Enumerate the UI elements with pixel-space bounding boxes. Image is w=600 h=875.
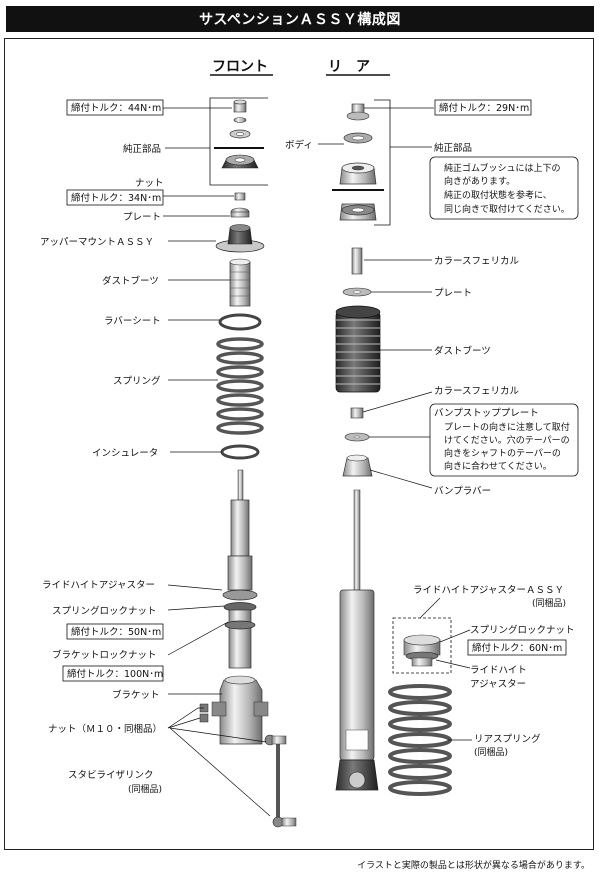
rear-torque-top: 締付トルク：29N･m [439, 102, 529, 114]
rear-bump-note-4: 向きに合わせてください。 [444, 460, 552, 472]
front-torque-bracket-lock: 締付トルク：100N･m [67, 668, 163, 680]
rear-ride-height-label-2: アジャスター [470, 679, 526, 690]
front-ride-height-label: ライドハイトアジャスター [42, 580, 155, 591]
rear-note-line-1: 純正ゴムブッシュには上下の [444, 162, 560, 174]
rear-dust-boots-shape [335, 305, 381, 393]
rear-spring-label: リアスプリング [474, 733, 541, 745]
rear-note-line-2: 向きがあります。 [444, 175, 515, 187]
rear-bump-note-2: けてください。穴のテーパーの [444, 434, 570, 446]
rear-collar-spherical-1: カラースフェリカル [434, 256, 520, 267]
rear-bump-rubber-label: バンプラバー [434, 486, 491, 497]
rear-body-label: ボディ [285, 139, 313, 151]
front-nut-label: ナット [135, 178, 164, 189]
rear-genuine-parts: 純正部品 [434, 142, 472, 154]
rear-ride-height-label-1: ライドハイト [470, 665, 527, 676]
front-stabilizer-link-label: スタビライザリンク [68, 770, 154, 781]
front-spring-label: スプリング [113, 375, 161, 387]
front-dust-boots-label: ダストブーツ [102, 275, 159, 287]
rear-spring-note: (同梱品) [474, 746, 508, 758]
rear-dust-boots-label: ダストブーツ [434, 345, 491, 357]
rear-spring-shape [388, 684, 452, 796]
front-spring-lock-nut-label: スプリングロックナット [52, 605, 157, 617]
rear-bump-note-3: 向きをシャフトのテーパーの [444, 447, 561, 459]
heading-rear: リ ア [328, 59, 370, 75]
rear-spring-lock-nut-label: スプリングロックナット [470, 624, 575, 636]
front-plate-label: プレート [123, 212, 161, 223]
front-nut-m10-label: ナット（Ｍ１０・同梱品） [48, 723, 162, 735]
front-upper-mount-label: アッパーマウントＡＳＳＹ [40, 237, 154, 248]
rear-note-line-3: 純正の取付状態を参考に、 [444, 189, 552, 201]
rear-ride-height-assy-note: (同梱品) [532, 597, 566, 609]
rear-note-line-4: 同じ向きで取付けてください。 [444, 203, 570, 215]
front-insulator-label: インシュレータ [92, 448, 158, 459]
rear-torque-spring-lock: 締付トルク：60N･m [472, 642, 562, 654]
page-title: サスペンションＡＳＳＹ構成図 [6, 6, 594, 32]
diagram-frame [4, 38, 594, 850]
front-torque-nut: 締付トルク：34N･m [71, 192, 161, 204]
rear-bump-note-1: プレートの向きに注意して取付 [444, 421, 570, 433]
front-bracket-label: ブラケット [112, 689, 160, 701]
front-torque-spring-lock: 締付トルク：50N･m [71, 626, 161, 638]
heading-front: フロント [212, 59, 268, 75]
front-stabilizer-link-note: (同梱品) [128, 783, 162, 795]
front-top-nut-shape [233, 99, 247, 113]
rear-collar-spherical-2: カラースフェリカル [434, 386, 520, 397]
footnote: イラストと実際の製品とは形状が異なる場合があります。 [357, 861, 590, 871]
rear-bump-stop-plate-label: バンプストッププレート [434, 408, 539, 419]
front-rubber-seat-label: ラバーシート [104, 316, 161, 327]
front-spring-shape [216, 337, 264, 435]
rear-plate-label: プレート [434, 288, 472, 299]
rear-ride-height-assy-label: ライドハイトアジャスターＡＳＳＹ [413, 585, 564, 596]
front-genuine-parts: 純正部品 [123, 143, 161, 155]
front-bracket-lock-nut-label: ブラケットロックナット [52, 649, 157, 661]
front-torque-top: 締付トルク：44N･m [71, 102, 161, 114]
